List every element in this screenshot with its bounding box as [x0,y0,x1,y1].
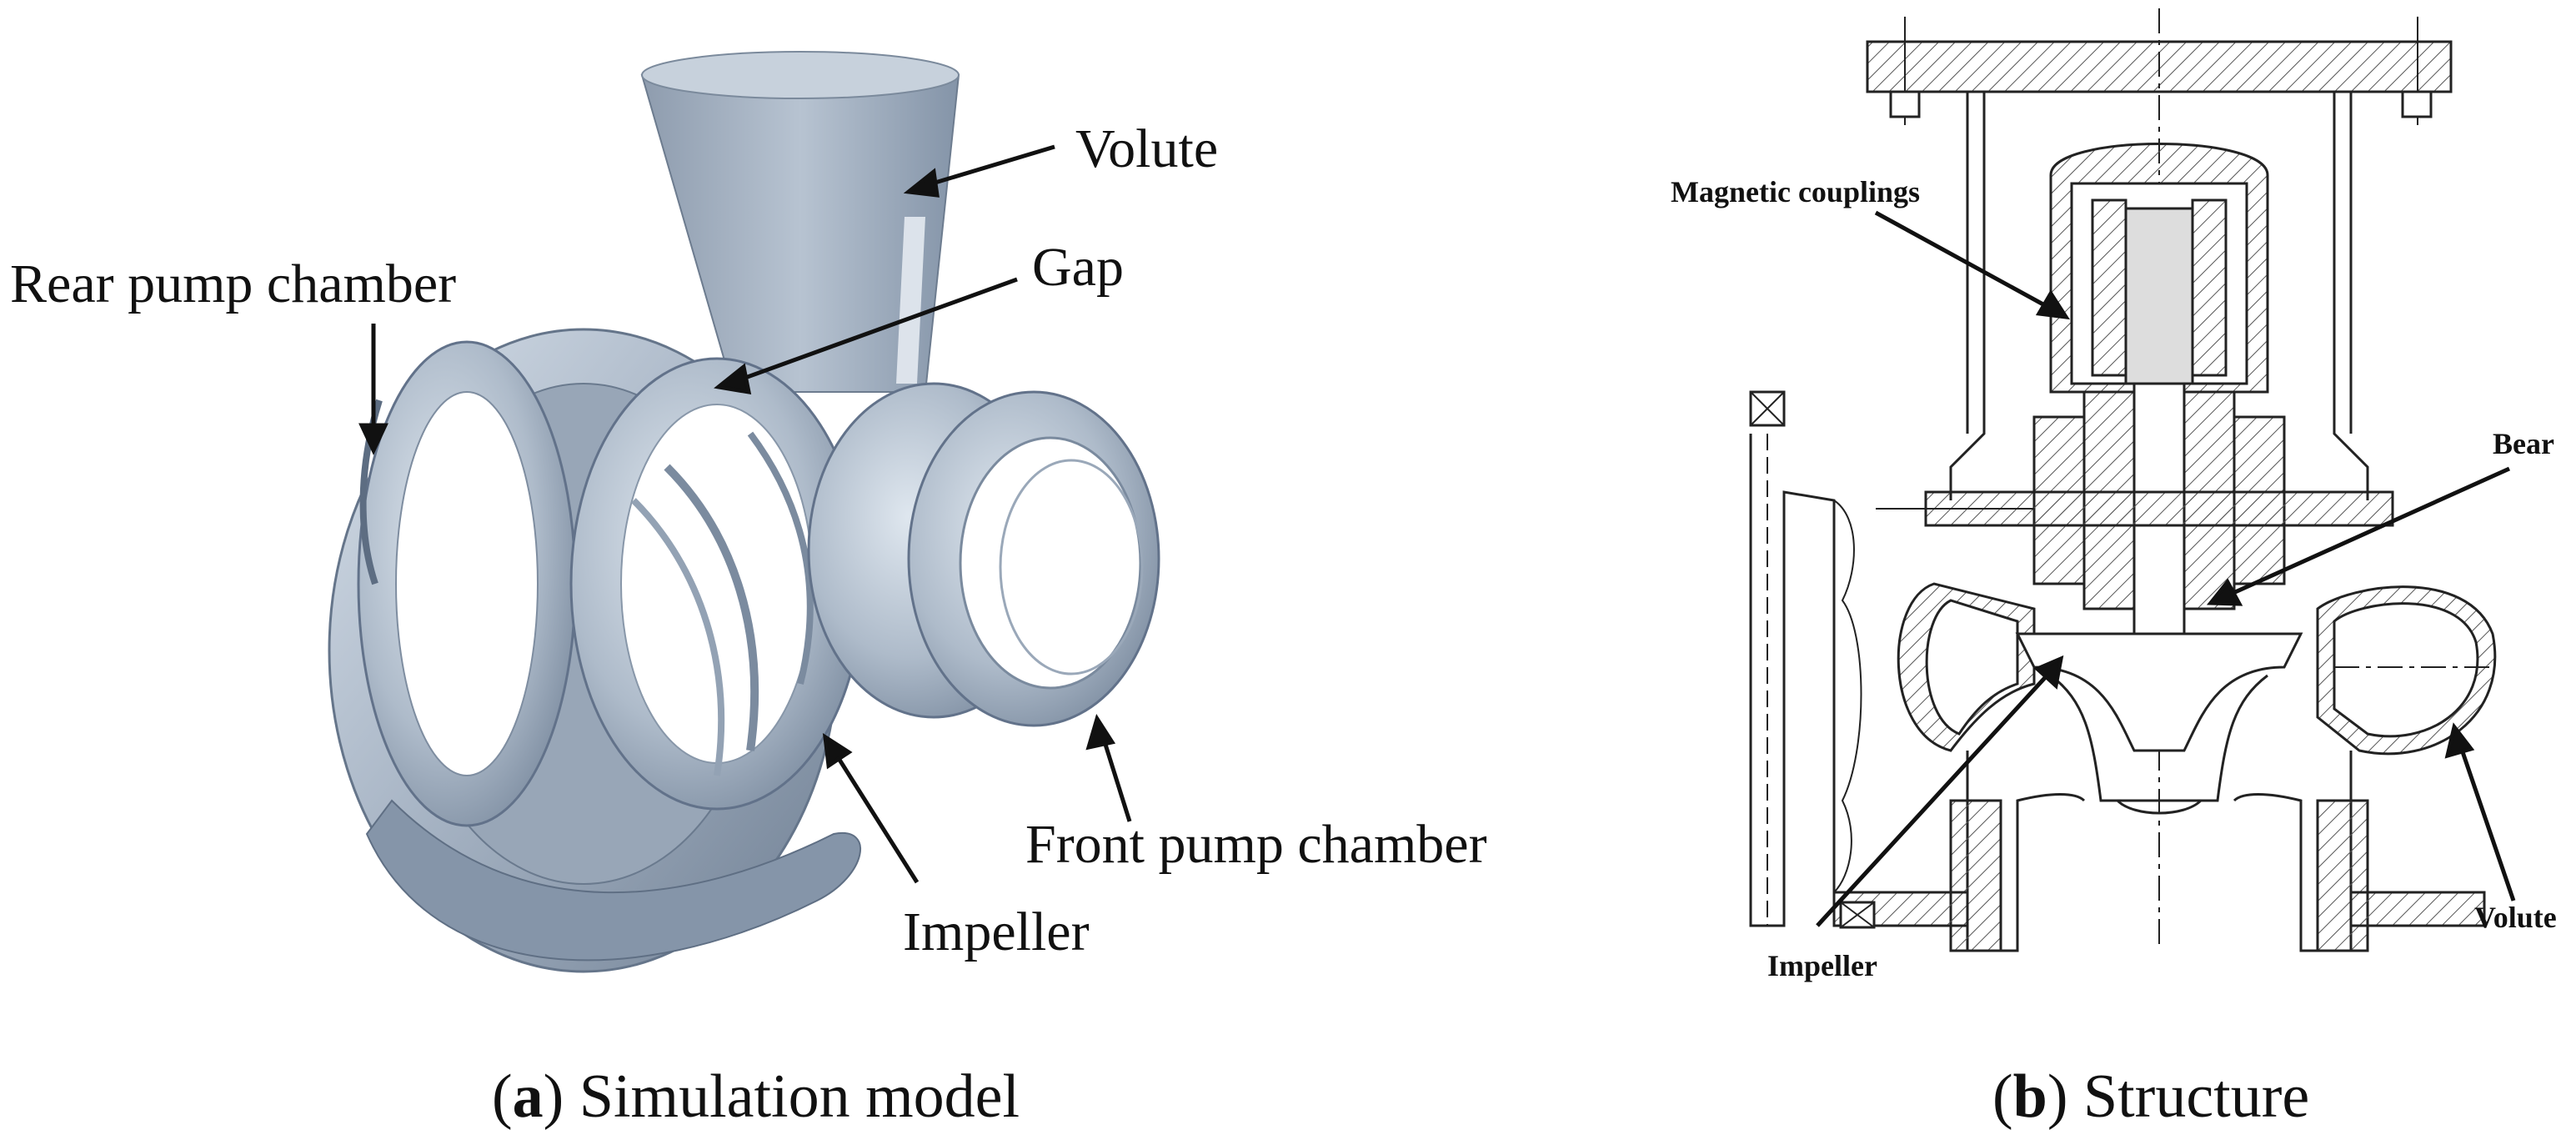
caption-a: (a) Simulation model [492,1062,1020,1131]
arrow-volute [920,144,1055,189]
housing-left-wall [1949,92,1986,500]
label-rear-pump-chamber: Rear pump chamber [10,254,457,314]
caption-b-letter: b [2012,1062,2047,1131]
arrow-impeller-head [822,733,853,770]
label-impeller: Impeller [903,901,1090,962]
arrow-volute-b-head [2444,722,2475,759]
arrow-bear [2224,466,2511,599]
arrow-rear-pump-chamber-head [358,423,388,455]
panel-simulation-model: Volute Gap Rear pump chamber Front pump … [10,51,1487,1131]
label-bear: Bear [2493,427,2554,460]
leader-arrows [358,144,1132,884]
arrow-impeller-b-head [2033,655,2064,690]
arrow-gap [733,277,1018,384]
pump-3d-model [328,51,1160,973]
label-impeller-b: Impeller [1767,949,1877,982]
label-front-pump-chamber: Front pump chamber [1025,814,1487,875]
arrow-magnetic-couplings [1874,210,2052,311]
label-gap: Gap [1032,237,1124,298]
suction-nozzle-right [2233,751,2353,952]
arrow-magnetic-couplings-head [2035,289,2070,320]
arrow-front-pump-chamber [1100,733,1132,822]
caption-b: (b) Structure [1992,1062,2310,1131]
panel-structure: Magnetic couplings Bear Impeller Volute … [1584,0,2576,1140]
arrow-bear-head [2206,578,2243,606]
arrow-impeller-b [1816,670,2052,927]
label-volute: Volute [1075,118,1219,179]
impeller-section [2015,632,2303,752]
arrow-front-pump-chamber-head [1085,714,1116,751]
impeller [569,357,865,811]
middle-flange [1924,490,2394,527]
arrow-volute-head [903,168,940,198]
pump-cross-section-drawing [1749,8,2516,952]
caption-a-text: Simulation model [579,1062,1020,1131]
arrow-impeller [831,749,920,884]
side-flange [1749,434,1836,927]
housing-right-wall [2333,92,2369,500]
suction-nozzle-left [1966,751,2086,952]
structure-leader-arrows [1816,210,2516,927]
front-pump-chamber [807,382,1160,727]
rear-pump-chamber [357,340,577,827]
volute-outlet-pipe [640,51,960,393]
arrow-volute-b [2457,741,2516,901]
arrow-gap-head [714,363,752,395]
caption-b-text: Structure [2082,1062,2310,1131]
caption-a-letter: a [512,1062,544,1131]
label-magnetic-couplings: Magnetic couplings [1671,175,1921,208]
label-volute-b: Volute [2474,901,2557,934]
